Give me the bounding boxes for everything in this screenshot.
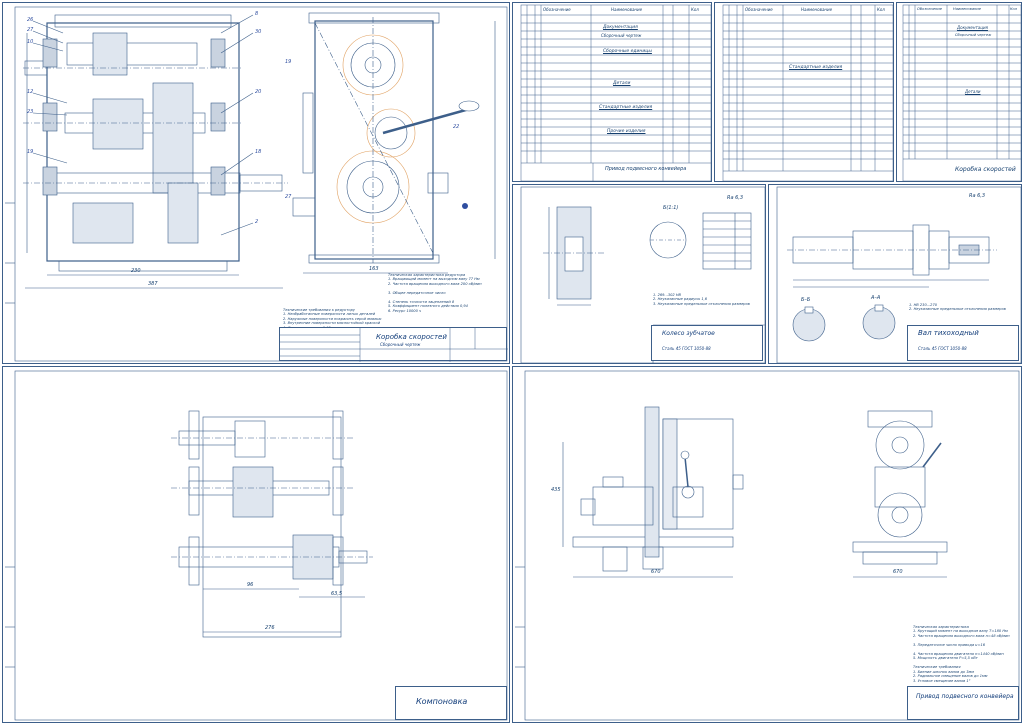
title-block: Компоновка: [395, 686, 507, 720]
section-heading: Документация: [603, 25, 638, 30]
sheet-shaft: Ra 6,3 Б–Б А–А 1. НВ 230...270 2. Неуказ…: [768, 184, 1022, 364]
section-heading: Сборочные единицы: [603, 49, 652, 54]
dim-label: 96: [247, 582, 254, 588]
svg-text:19: 19: [27, 149, 33, 155]
drawing-title: Компоновка: [416, 697, 468, 706]
dim-label: 387: [148, 281, 158, 287]
spec-title: Коробка скоростей: [955, 166, 1016, 173]
svg-text:8: 8: [255, 11, 258, 17]
section-heading: Детали: [613, 81, 631, 86]
col-header: Наименование: [611, 7, 643, 12]
dim-label: 230: [131, 268, 141, 274]
technical-requirements: 1. 269...302 НВ 2. Неуказанные радиусы 1…: [653, 293, 750, 306]
drawing-title: Привод подвесного конвейера: [916, 693, 1014, 700]
spec-row: Сборочный чертеж: [601, 33, 642, 38]
roughness-symbol: Ra 6,3: [969, 193, 986, 199]
svg-text:30: 30: [255, 29, 261, 35]
spec-row: Сборочный чертеж: [955, 33, 992, 37]
sheet-spec-drive: Обозначение Наименование Кол Документаци…: [512, 2, 712, 182]
section-heading: Прочие изделия: [607, 129, 646, 134]
drawing-title: Коробка скоростей: [376, 333, 447, 341]
svg-text:2: 2: [255, 219, 258, 225]
dim-label: 276: [265, 625, 275, 631]
dim-label: 63,5: [331, 591, 343, 597]
col-header: Обозначение: [745, 7, 773, 12]
drive-drawing: [515, 370, 1020, 721]
dim-label: 163: [369, 266, 379, 272]
dim-label: 435: [551, 487, 561, 493]
svg-text:19: 19: [285, 59, 291, 65]
svg-text:22: 22: [453, 124, 459, 130]
col-header: Кол: [877, 7, 885, 12]
gear-wheel-drawing: [520, 186, 765, 363]
sheet-gearbox-assembly: 26 27 10 12 23 19 8 30 20 18 2 19 27 22 230 387 1…: [2, 2, 510, 364]
col-header: Кол: [691, 7, 699, 12]
title-block: Вал тихоходный Сталь 45 ГОСТ 1050-88: [907, 325, 1019, 361]
technical-requirements: 1. НВ 230...270 2. Неуказанные предельны…: [909, 303, 1006, 312]
drawing-title: Колесо зубчатое: [662, 330, 715, 337]
sheet-gear-wheel: Ra 6,3 Б(1:1) 1. 269...302 НВ 2. Неуказа…: [512, 184, 766, 364]
section-heading: Стандартные изделия: [599, 105, 653, 110]
title-block: Колесо зубчатое Сталь 45 ГОСТ 1050-88: [651, 325, 763, 361]
col-header: Наименование: [953, 7, 981, 11]
technical-characteristics: Техническая характеристика редуктора 1. …: [388, 273, 482, 313]
dim-label: 670: [651, 569, 661, 575]
drawing-subtitle: Сборочный чертеж: [380, 342, 421, 347]
drawing-title: Вал тихоходный: [918, 329, 979, 337]
col-header: Обозначение: [543, 7, 571, 12]
title-block: Коробка скоростей Сборочный чертеж: [279, 327, 508, 362]
sheet-spec-standard: Обозначение Наименование Кол Стандартные…: [714, 2, 894, 182]
svg-text:27: 27: [285, 194, 292, 200]
col-header: Кол: [1010, 7, 1018, 11]
section-heading: Документация: [957, 25, 988, 30]
spec-title: Привод подвесного конвейера: [605, 166, 687, 172]
svg-text:12: 12: [27, 89, 33, 95]
svg-text:10: 10: [27, 39, 33, 45]
svg-text:18: 18: [255, 149, 261, 155]
svg-text:20: 20: [255, 89, 261, 95]
sheet-drive: 670 435 670 Техническая характеристика 1…: [512, 366, 1022, 723]
material: Сталь 45 ГОСТ 1050-88: [662, 346, 711, 351]
section-label: Б(1:1): [663, 205, 679, 211]
cut-label: А–А: [871, 295, 881, 301]
gearbox-drawing: 26 27 10 12 23 19 8 30 20 18 2 19 27 22: [5, 6, 508, 362]
title-block: Привод подвесного конвейера: [907, 686, 1019, 720]
section-heading: Стандартные изделия: [789, 65, 843, 70]
svg-text:26: 26: [27, 17, 33, 23]
sheet-layout: 276 96 63,5 Компоновка: [2, 366, 510, 723]
layout-drawing: [5, 370, 508, 721]
dim-label: 670: [893, 569, 903, 575]
material: Сталь 45 ГОСТ 1050-88: [918, 346, 967, 351]
roughness-symbol: Ra 6,3: [727, 195, 744, 201]
col-header: Наименование: [801, 7, 833, 12]
svg-text:23: 23: [27, 109, 33, 115]
technical-characteristics: Техническая характеристика 1. Крутящий м…: [913, 625, 1010, 683]
col-header: Обозначение: [917, 7, 942, 11]
cut-label: Б–Б: [801, 297, 811, 303]
svg-text:27: 27: [27, 27, 34, 33]
shaft-drawing: [776, 186, 1021, 363]
sheet-spec-gearbox: Обозначение Наименование Кол Документаци…: [896, 2, 1022, 182]
section-heading: Детали: [965, 89, 981, 94]
